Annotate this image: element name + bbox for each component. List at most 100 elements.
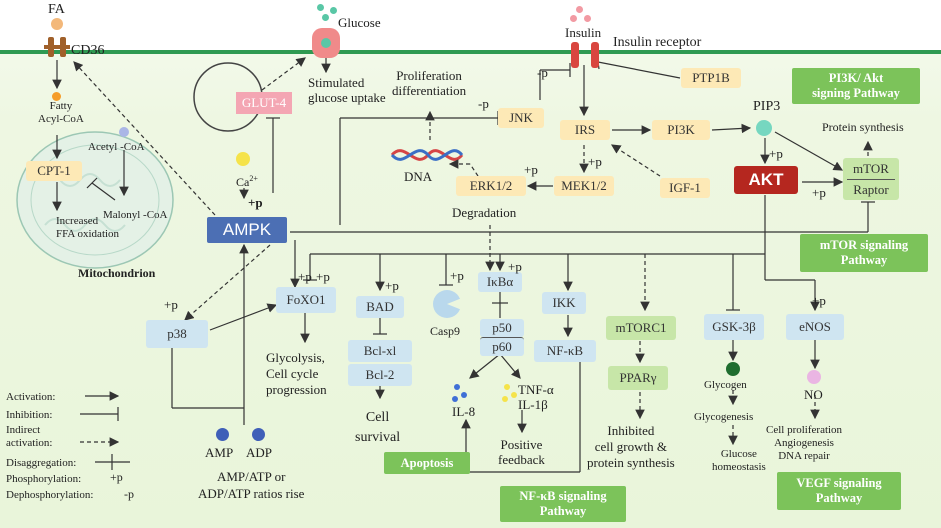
mitochondrion-label: Mitochondrion bbox=[78, 266, 156, 280]
ampk-phos-label: +p bbox=[248, 195, 263, 210]
mtor-label: mTOR bbox=[853, 160, 889, 176]
insulin-molecule-icon bbox=[570, 15, 577, 22]
raptor-label: Raptor bbox=[853, 181, 889, 197]
pi3k-akt-pathway-label: PI3K/ Akt signing Pathway bbox=[792, 68, 920, 104]
glucose-molecule-icon bbox=[322, 14, 329, 21]
erk-node: ERK1/2 bbox=[456, 176, 526, 196]
glut4-node: GLUT-4 bbox=[236, 92, 292, 114]
pip3-label: PIP3 bbox=[753, 99, 781, 114]
p50-node: p50 bbox=[480, 319, 524, 337]
amp-icon bbox=[216, 428, 229, 441]
glycogen-label: Glycogen bbox=[704, 379, 747, 391]
insulin-receptor-label: Insulin receptor bbox=[613, 35, 702, 50]
legend-inhibition: Inhibition: bbox=[6, 409, 53, 421]
ptp1b-node: PTP1B bbox=[681, 68, 741, 88]
tnf-label: TNF-α IL-1β bbox=[518, 382, 554, 412]
degradation-label: Degradation bbox=[452, 205, 517, 220]
adp-icon bbox=[252, 428, 265, 441]
pi3k-node: PI3K bbox=[652, 120, 710, 140]
no-label: NO bbox=[804, 387, 823, 402]
glycogen-icon bbox=[726, 362, 740, 376]
tnf-molecule-icon bbox=[511, 392, 517, 398]
enos-phos-label: +p bbox=[812, 293, 826, 308]
fatty-acid-icon bbox=[51, 18, 63, 30]
nfkb-node: NF-κB bbox=[534, 340, 596, 362]
mtor-pathway-label: mTOR signaling Pathway bbox=[800, 234, 928, 272]
fatty-acyl-coa-label: Fatty Acyl-CoA bbox=[38, 100, 84, 125]
insulin-receptor-icon bbox=[571, 42, 599, 68]
gsk3b-node: GSK-3β bbox=[704, 314, 764, 340]
extracellular-space bbox=[0, 0, 941, 52]
legend-dephos-symbol: -p bbox=[124, 487, 134, 501]
positive-feedback-label: Positive feedback bbox=[498, 437, 545, 467]
akt-phos-label: +p bbox=[769, 146, 783, 161]
irs-node: IRS bbox=[560, 120, 610, 140]
glucose-label: Glucose bbox=[338, 15, 381, 30]
adp-label: ADP bbox=[246, 445, 273, 460]
glycolysis-label: Glycolysis, Cell cycle progression bbox=[266, 350, 327, 397]
bclxl-node: Bcl-xl bbox=[348, 340, 412, 362]
igf1-node: IGF-1 bbox=[660, 178, 710, 198]
acetyl-coa-icon bbox=[119, 127, 129, 137]
cpt1-node: CPT-1 bbox=[26, 161, 82, 181]
jnk-node: JNK bbox=[498, 108, 544, 128]
legend-indirect: Indirect activation: bbox=[6, 424, 53, 449]
mtorc1-node: mTORC1 bbox=[606, 316, 676, 340]
proliferation-label: Proliferation differentiation bbox=[392, 68, 467, 98]
insulin-molecule-icon bbox=[584, 15, 591, 22]
mtor-raptor-node: mTOR Raptor bbox=[843, 158, 899, 200]
tnf-molecule-icon bbox=[504, 384, 510, 390]
legend-phos-symbol: +p bbox=[110, 470, 123, 484]
receptor-dephos-label: -p bbox=[537, 65, 548, 80]
insulin-molecule-icon bbox=[576, 6, 583, 13]
cell-proliferation-label: Cell proliferation Angiogenesis DNA repa… bbox=[766, 424, 843, 462]
legend-phosphorylation: Phosphorylation: bbox=[6, 473, 82, 485]
ikba-phos-label: +p bbox=[508, 259, 522, 274]
glucose-transporter-icon bbox=[312, 28, 340, 58]
bad-phos-label: +p bbox=[385, 278, 399, 293]
ca-sup: 2+ bbox=[249, 174, 258, 183]
foxo1-phos-label-2: +p bbox=[316, 269, 330, 284]
il8-molecule-icon bbox=[454, 384, 460, 390]
ikba-node: IκBα bbox=[478, 272, 522, 292]
foxo1-node: FoXO1 bbox=[276, 287, 336, 313]
cd36-label: CD36 bbox=[71, 43, 105, 58]
cell-survival-label: Cell survival bbox=[355, 410, 401, 445]
ffa-oxidation-label: Increased FFA oxidation bbox=[56, 215, 120, 240]
il8-molecule-icon bbox=[452, 396, 458, 402]
enos-node: eNOS bbox=[786, 314, 844, 340]
mek-node: MEK1/2 bbox=[554, 176, 614, 196]
stimulated-uptake-label: Stimulated glucose uptake bbox=[308, 75, 386, 105]
glycogenesis-label: Glycogenesis bbox=[694, 411, 754, 423]
glucose-molecule-icon bbox=[330, 7, 337, 14]
legend-disaggregation: Disaggregation: bbox=[6, 457, 77, 469]
ppar-node: PPARγ bbox=[608, 366, 668, 390]
ca-label: Ca2+ bbox=[236, 172, 258, 189]
jnk-dephos-label: -p bbox=[478, 96, 489, 111]
il8-label: IL-8 bbox=[452, 404, 476, 419]
mek-phos-label: +p bbox=[588, 154, 602, 169]
ampk-node: AMPK bbox=[207, 217, 287, 243]
ikk-node: IKK bbox=[542, 292, 586, 314]
inhibited-growth-label: Inhibited cell growth & protein synthesi… bbox=[587, 423, 675, 470]
dna-label: DNA bbox=[404, 169, 433, 184]
foxo1-phos-label: +p bbox=[298, 269, 312, 284]
protein-synthesis-label: Protein synthesis bbox=[822, 120, 904, 134]
fa-label: FA bbox=[48, 2, 65, 17]
vegf-pathway-label: VEGF signaling Pathway bbox=[777, 472, 901, 510]
akt-node: AKT bbox=[734, 166, 798, 194]
p38-node: p38 bbox=[146, 320, 208, 348]
calcium-icon bbox=[236, 152, 250, 166]
bcl2-node: Bcl-2 bbox=[348, 364, 412, 386]
glucose-molecule-icon bbox=[317, 4, 324, 11]
cd36-transporter-icon bbox=[44, 37, 70, 57]
fatty-acyl-coa-icon bbox=[52, 92, 61, 101]
mtor-phos-label: +p bbox=[812, 185, 826, 200]
il8-molecule-icon bbox=[461, 392, 467, 398]
glucose-homeostasis-label: Glucose homeostasis bbox=[712, 448, 766, 473]
legend-dephosphorylation: Dephosphorylation: bbox=[6, 489, 94, 501]
casp9-phos-label: +p bbox=[450, 268, 464, 283]
erk-phos-label: +p bbox=[524, 162, 538, 177]
tnf-molecule-icon bbox=[502, 396, 508, 402]
ca-text: Ca bbox=[236, 175, 250, 189]
